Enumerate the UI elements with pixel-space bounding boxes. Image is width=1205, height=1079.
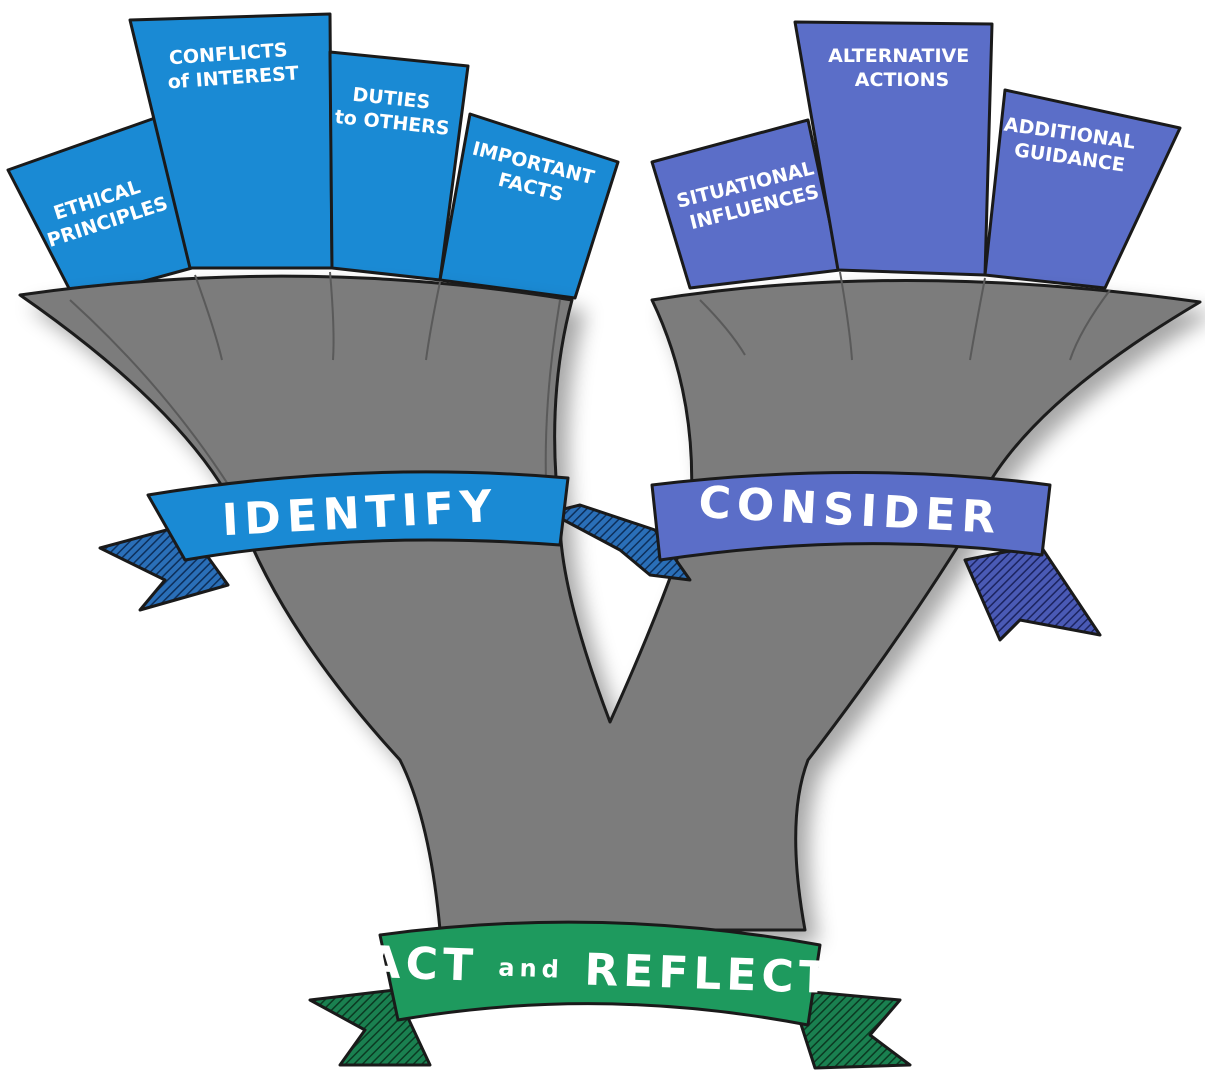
decision-funnel xyxy=(18,271,1202,932)
identify-ribbon-fold xyxy=(518,503,692,582)
card-additional-guidance xyxy=(983,88,1182,290)
act-label-small: and xyxy=(498,953,564,983)
act-ribbon-tail-right xyxy=(788,988,912,1070)
funnel-line-3 xyxy=(329,271,335,361)
consider-banner: CONSIDER xyxy=(650,471,1102,642)
alternative-line-2: ACTIONS xyxy=(855,69,949,91)
act-label-main-1: ACT xyxy=(366,937,479,992)
funnel-body xyxy=(18,274,1202,932)
consider-banner-body xyxy=(650,471,1052,562)
alternative-line-1: ALTERNATIVE xyxy=(828,45,969,67)
act-banner-body xyxy=(378,920,822,1027)
identify-cards xyxy=(6,12,620,302)
identify-banner: IDENTIFY xyxy=(98,470,692,612)
funnel-line-6 xyxy=(699,299,746,356)
act-reflect-banner: ACT and REFLECT xyxy=(308,920,912,1070)
consider-ribbon-tail-right xyxy=(963,543,1102,642)
act-label-main-2: REFLECT xyxy=(584,944,835,1004)
card-important-facts xyxy=(438,112,620,300)
consider-cards xyxy=(650,20,1182,290)
funnel-line-2 xyxy=(194,274,223,361)
label-alternative-actions: ALTERNATIVE ACTIONS xyxy=(828,45,976,91)
funnel-line-4 xyxy=(425,281,441,361)
act-label: ACT and REFLECT xyxy=(366,937,835,1004)
identify-banner-body xyxy=(146,470,570,562)
funnel-line-9 xyxy=(1069,289,1111,361)
funnel-line-7 xyxy=(839,271,853,361)
funnel-line-8 xyxy=(969,277,986,361)
